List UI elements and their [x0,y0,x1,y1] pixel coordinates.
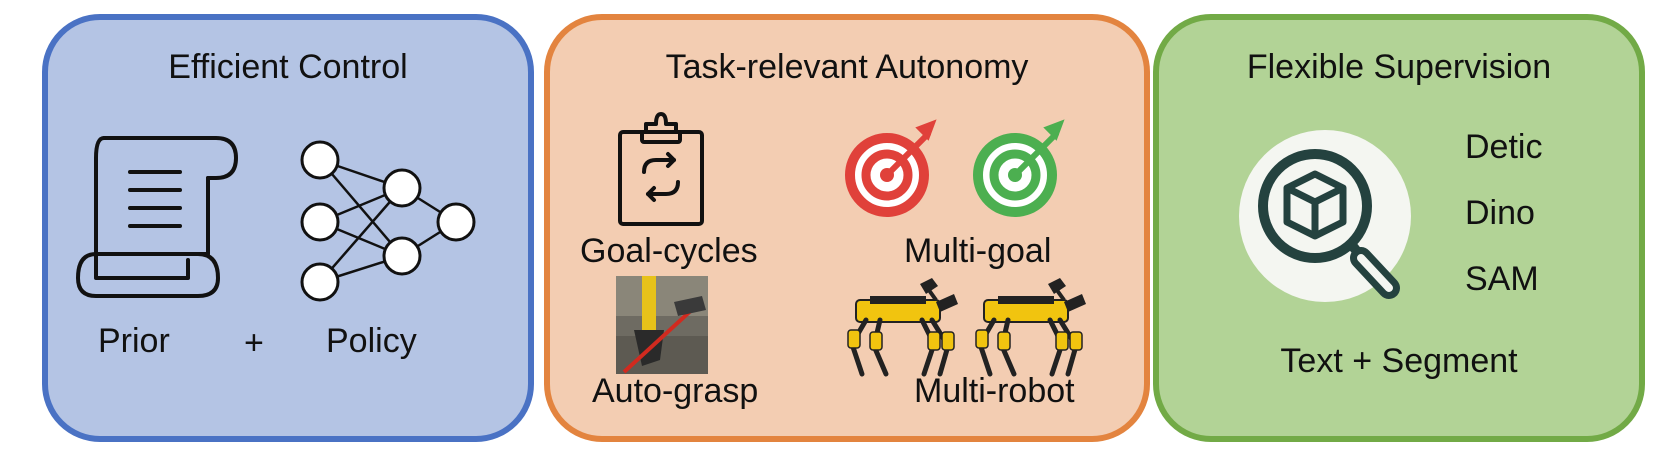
panel-title: Flexible Supervision [1246,48,1552,86]
prior-label: Prior [98,322,170,360]
policy-label: Policy [326,322,417,360]
multi-goal-label: Multi-goal [904,232,1052,270]
scroll-icon [76,136,238,298]
target-red-icon [845,119,937,217]
auto-grasp-label: Auto-grasp [592,372,759,410]
gripper-photo [616,276,708,374]
clipboard-cycle-icon [618,112,704,226]
panel-title: Efficient Control [168,48,408,86]
panel-title: Task-relevant Autonomy [665,48,1029,86]
text-segment-label: Text + Segment [1280,342,1518,380]
panel-efficient-control: Efficient Control Prior + Policy [42,14,534,442]
neural-network-icon [300,140,476,302]
model-dino-label: Dino [1465,194,1535,232]
multi-robot-label: Multi-robot [914,372,1075,410]
robot-dog-icon [847,274,1096,377]
panel-flexible-supervision: Flexible Supervision Detic Dino SAM Text… [1153,14,1645,442]
goal-cycles-label: Goal-cycles [580,232,758,270]
target-green-icon [973,119,1065,217]
model-detic-label: Detic [1465,128,1543,166]
plus-sign: + [244,324,264,362]
magnifier-cube-icon [1239,130,1411,302]
model-sam-label: SAM [1465,260,1539,298]
panel-task-relevant-autonomy: Task-relevant Autonomy Goal-cycles Multi… [544,14,1150,442]
